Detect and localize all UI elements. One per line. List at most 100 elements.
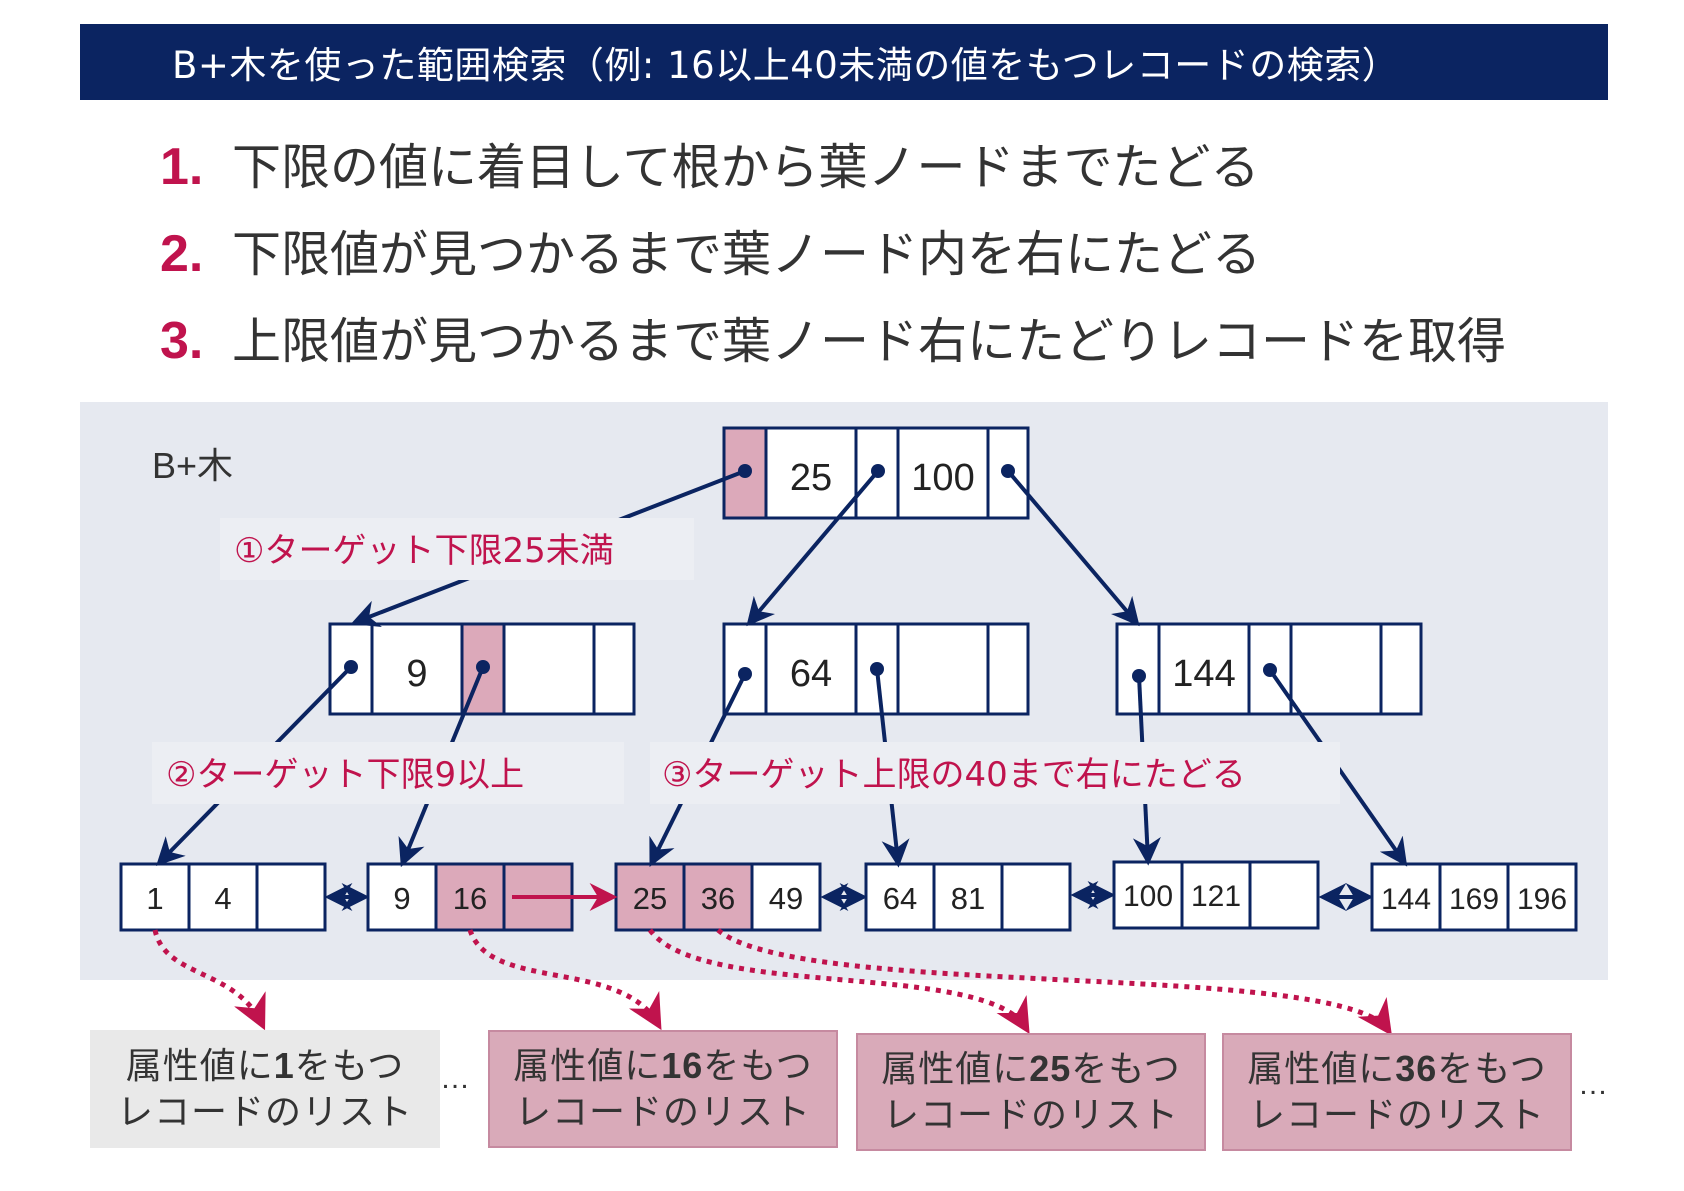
inner-key-label: 144 bbox=[1172, 653, 1235, 695]
inner-node: 144 bbox=[1115, 622, 1423, 716]
inner-key-cell bbox=[896, 622, 990, 716]
leaf-key-label: 100 bbox=[1123, 880, 1173, 913]
step-number: 3. bbox=[160, 312, 204, 370]
record-prefix: 属性値に bbox=[881, 1048, 1030, 1090]
leaf-key-cell bbox=[750, 862, 822, 932]
root-key-label: 100 bbox=[911, 457, 974, 499]
leaf-key-cell bbox=[1506, 862, 1578, 932]
record-prefix: 属性値に bbox=[513, 1045, 662, 1087]
record-line-2: レコードのリスト bbox=[116, 1091, 413, 1133]
annotation-3: ③ターゲット上限の40まで右にたどる bbox=[650, 742, 1340, 804]
record-list-box: 属性値に1をもつ レコードのリスト bbox=[90, 1030, 440, 1148]
annotation-background bbox=[650, 742, 1340, 804]
record-suffix: をもつ bbox=[294, 1045, 405, 1087]
record-link-arrow bbox=[152, 929, 266, 1031]
record-suffix: をもつ bbox=[1437, 1048, 1547, 1090]
record-prefix: 属性値に bbox=[1247, 1048, 1396, 1090]
step-item: 1. 下限の値に着目して根から葉ノードまでたどる bbox=[160, 128, 1506, 215]
pointer-dot bbox=[1263, 663, 1277, 677]
leaf-key-label: 169 bbox=[1449, 883, 1499, 916]
inner-key-cell bbox=[370, 622, 464, 716]
step-number: 2. bbox=[160, 225, 204, 283]
leaf-key-cell bbox=[864, 862, 936, 932]
record-link-arrow bbox=[716, 928, 1392, 1036]
inner-key-label: 9 bbox=[406, 653, 427, 695]
annotation-background bbox=[220, 518, 694, 580]
record-link-arrow bbox=[647, 928, 1030, 1034]
record-line-2: レコードのリスト bbox=[1248, 1094, 1545, 1136]
record-list-box: 属性値に25をもつ レコードのリスト bbox=[856, 1033, 1206, 1151]
leaf-key-label: 4 bbox=[214, 881, 231, 916]
record-line-1: 属性値に16をもつ bbox=[513, 1043, 813, 1090]
leaf-key-label: 144 bbox=[1381, 883, 1431, 916]
root-key-label: 25 bbox=[790, 457, 832, 499]
pointer-dot bbox=[738, 667, 752, 681]
inner-pointer-cell bbox=[1379, 622, 1423, 716]
leaf-node: 144 169 196 bbox=[1370, 862, 1578, 932]
pointer-dots bbox=[344, 464, 1277, 683]
annotation-2: ②ターゲット下限9以上 bbox=[152, 742, 624, 804]
ellipsis: … bbox=[1578, 1068, 1610, 1101]
leaf-key-label: 121 bbox=[1191, 880, 1241, 913]
record-value: 36 bbox=[1395, 1047, 1438, 1089]
title-bar: B+木を使った範囲検索（例: 16以上40未満の値をもつレコードの検索） bbox=[80, 24, 1608, 100]
annotation-text: ①ターゲット下限25未満 bbox=[234, 531, 614, 571]
pointer-arrow bbox=[746, 469, 880, 627]
step-text: 下限値が見つかるまで葉ノード内を右にたどる bbox=[232, 226, 1262, 283]
step-item: 2. 下限値が見つかるまで葉ノード内を右にたどる bbox=[160, 215, 1506, 302]
leaf-key-cell bbox=[1438, 862, 1510, 932]
leaf-key-label: 16 bbox=[453, 881, 487, 916]
step-item: 3. 上限値が見つかるまで葉ノード右にたどりレコードを取得 bbox=[160, 302, 1506, 389]
leaf-key-cell bbox=[932, 862, 1004, 932]
leaf-links bbox=[324, 881, 1374, 911]
leaf-key-cell bbox=[255, 862, 327, 932]
inner-key-cell bbox=[764, 622, 858, 716]
root-key-cell bbox=[896, 426, 990, 520]
pointer-arrow bbox=[1006, 469, 1140, 627]
annotation-background bbox=[152, 742, 624, 804]
record-value: 1 bbox=[273, 1044, 295, 1086]
pointer-dot bbox=[738, 464, 752, 478]
inner-key-label: 64 bbox=[790, 653, 832, 695]
record-suffix: をもつ bbox=[703, 1045, 813, 1087]
leaf-node: 1 4 bbox=[119, 862, 327, 932]
inner-node: 64 bbox=[722, 622, 1030, 716]
root-node: 25 100 bbox=[722, 426, 1030, 520]
record-line-1: 属性値に1をもつ bbox=[126, 1043, 405, 1090]
inner-key-cell bbox=[1289, 622, 1383, 716]
leaf-node: 64 81 bbox=[864, 862, 1072, 932]
leaf-key-cell bbox=[1000, 862, 1072, 932]
record-line-2: レコードのリスト bbox=[882, 1094, 1179, 1136]
record-link-arrow bbox=[467, 929, 662, 1031]
leaf-key-label: 1 bbox=[146, 881, 163, 916]
record-list-box: 属性値に36をもつ レコードのリスト bbox=[1222, 1033, 1572, 1151]
page-title: B+木を使った範囲検索（例: 16以上40未満の値をもつレコードの検索） bbox=[172, 44, 1400, 87]
pointer-dot bbox=[1132, 669, 1146, 683]
inner-key-cell bbox=[1157, 622, 1251, 716]
step-number: 1. bbox=[160, 138, 204, 196]
record-list-box: 属性値に16をもつ レコードのリスト bbox=[488, 1030, 838, 1148]
inner-key-cell bbox=[502, 622, 596, 716]
inner-pointer-cell bbox=[1115, 622, 1161, 716]
tree-label: B+木 bbox=[152, 445, 233, 486]
leaf-key-label: 81 bbox=[951, 881, 985, 916]
annotation-text: ③ターゲット上限の40まで右にたどる bbox=[662, 755, 1246, 795]
pointer-dot bbox=[871, 464, 885, 478]
pointer-dot bbox=[1001, 464, 1015, 478]
ellipsis: … bbox=[440, 1062, 472, 1095]
pointer-dot bbox=[344, 660, 358, 674]
leaf-key-label: 9 bbox=[393, 881, 410, 916]
leaf-key-cell bbox=[1112, 860, 1184, 930]
record-prefix: 属性値に bbox=[125, 1045, 274, 1087]
leaf-key-label: 64 bbox=[883, 881, 917, 916]
record-line-1: 属性値に36をもつ bbox=[1247, 1046, 1547, 1093]
annotation-text: ②ターゲット下限9以上 bbox=[166, 755, 524, 795]
record-value: 25 bbox=[1029, 1047, 1072, 1089]
leaf-key-label: 25 bbox=[633, 881, 667, 916]
inner-pointer-cell bbox=[986, 622, 1030, 716]
leaf-node: 100 121 bbox=[1112, 860, 1320, 930]
record-line-1: 属性値に25をもつ bbox=[881, 1046, 1181, 1093]
leaf-key-label: 49 bbox=[769, 881, 803, 916]
step-text: 下限の値に着目して根から葉ノードまでたどる bbox=[232, 139, 1260, 196]
pointer-dot bbox=[476, 660, 490, 674]
